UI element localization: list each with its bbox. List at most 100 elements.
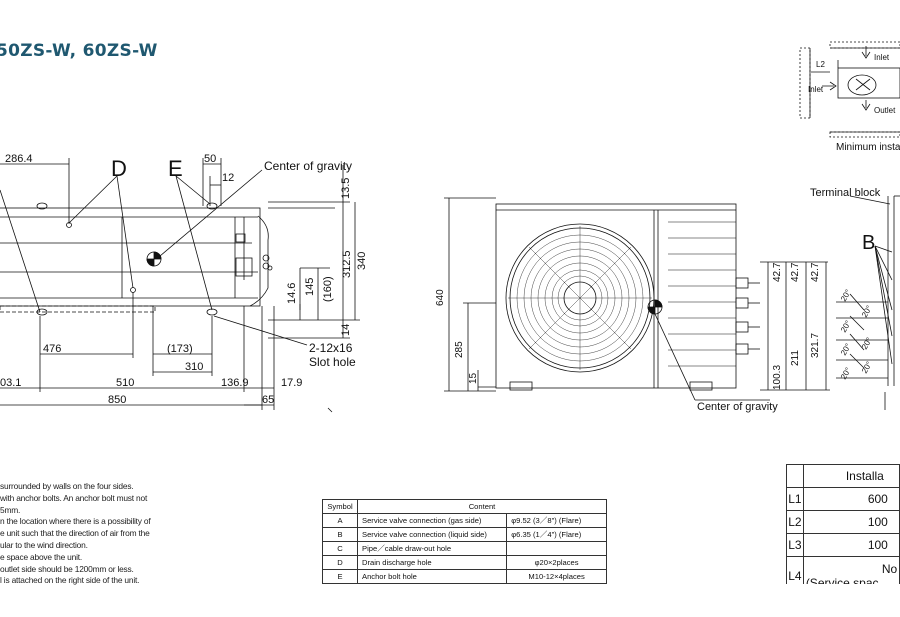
top-view [0,158,360,413]
install-value: 100 [802,510,900,534]
table-row: C Pipe／cable draw-out hole [322,541,607,556]
label-e: E [168,156,183,181]
drain-hole-d2 [130,287,136,293]
side-view [836,195,900,410]
dim-285: 285 [454,341,465,358]
dim-310: 310 [185,361,203,373]
dim-640: 640 [435,289,446,306]
dim-510: 510 [116,377,134,389]
label-d: D [111,156,127,181]
l2-label: L2 [816,60,825,69]
dim-136: 136.9 [221,377,249,389]
install-key: L2 [786,510,804,534]
note-line: with anchor bolts. An anchor bolt must n… [0,492,148,503]
dim-103: 03.1 [0,377,21,389]
symbol-cell: B [322,527,358,542]
dim-13-5: 13.5 [340,178,352,199]
install-value-note: (Service spac [805,576,879,584]
content-header: Content [357,499,607,514]
install-header: Installa [802,464,900,488]
spec-cell: M10-12×4places [506,569,607,584]
symbol-cell: A [322,513,358,528]
content-cell: Service valve connection (liquid side) [356,527,508,542]
dim-211: 211 [790,350,801,366]
minimum-install-label: Minimum installa [836,142,900,153]
angle-label-4: 20° [860,336,874,351]
table-row: B Service valve connection (liquid side)… [322,527,607,542]
label-b: B [862,232,875,254]
top-view-body [0,207,261,307]
note-line: ular to the wind direction. [0,539,88,550]
angle-label-2: 20° [860,304,874,319]
dim-312-5: 312.5 [341,250,353,278]
table-row: L4 No (Service spac [786,556,900,584]
dim-42-7-c: 42.7 [810,262,821,282]
dim-42-7-b: 42.7 [790,262,801,282]
symbol-header: Symbol [322,499,358,514]
dim-321-7: 321.7 [810,333,821,358]
note-line: 5mm. [0,504,21,515]
install-key: L4 [786,556,804,584]
front-view [444,197,830,401]
spec-cell: φ9.52 (3／8") (Flare) [506,513,607,528]
install-value: No [881,562,898,576]
dim-476: 476 [43,343,61,355]
content-cell: Drain discharge hole [356,555,508,570]
spec-cell [506,541,607,556]
front-view-body [495,203,737,389]
dim-65: 65 [262,394,274,406]
symbol-cell: E [322,569,358,584]
note-line: l is attached on the right side of the u… [0,575,140,586]
slot-hole-label: Slot hole [309,355,356,369]
install-key: L1 [786,487,804,511]
dim-14: 14 [340,324,352,336]
inlet-left-label: Inlet [808,85,824,94]
dim-12: 12 [222,172,234,184]
note-line: outlet side should be 1200mm or less. [0,563,134,574]
table-row: L1 600 [786,487,900,511]
dim-50: 50 [204,153,216,165]
note-line: e space above the unit. [0,551,83,562]
table-row: D Drain discharge hole φ20×2places [322,555,607,570]
note-line: e unit such that the direction of air fr… [0,528,150,539]
dim-15: 15 [468,372,479,384]
angle-label-3: 20° [839,319,853,334]
angle-label-1: 20° [839,288,853,303]
symbol-cell: D [322,555,358,570]
dim-14-6: 14.6 [286,283,298,304]
drawing-title: 50ZS-W, 60ZS-W [0,41,158,61]
fan-guard [505,223,655,373]
angle-label-7: 20° [839,366,853,381]
dim-17: 17.9 [281,377,302,389]
spec-cell: φ20×2places [506,555,607,570]
dim-286: 286.4 [5,153,33,165]
dim-100-3: 100.3 [772,365,783,390]
symbol-cell: C [322,541,358,556]
note-line: surrounded by walls on the four sides. [0,481,134,491]
install-value: 100 [802,533,900,557]
content-cell: Anchor bolt hole [356,569,508,584]
note-line: n the location where there is a possibil… [0,516,151,527]
table-row: E Anchor bolt hole M10-12×4places [322,569,607,584]
dim-42-7-a: 42.7 [772,262,783,282]
content-cell: Pipe／cable draw-out hole [356,541,508,556]
inlet-top-label: Inlet [874,53,890,62]
center-of-gravity-label: Center of gravity [264,159,352,173]
symbol-table: Symbol Content A Service valve connectio… [322,499,607,584]
table-row: L3 100 [786,533,900,557]
dim-850: 850 [108,394,126,406]
dim-340: 340 [356,252,368,270]
front-center-of-gravity-label: Center of gravity [697,401,778,413]
dim-160: (160) [322,276,334,302]
installation-notes: surrounded by walls on the four sides. w… [0,481,165,587]
dim-145: 145 [304,278,316,296]
content-cell: Service valve connection (gas side) [356,513,508,528]
dim-173: (173) [167,343,193,355]
angle-label-6: 20° [860,360,874,375]
install-value: 600 [802,487,900,511]
minimum-installation-diagram [799,41,900,138]
slot-hole-size: 2-12x16 [309,341,353,355]
installation-space-table: Installa L1 600 L2 100 L3 100 L4 No (Ser… [786,464,900,584]
spec-cell: φ6.35 (1／4") (Flare) [506,527,607,542]
